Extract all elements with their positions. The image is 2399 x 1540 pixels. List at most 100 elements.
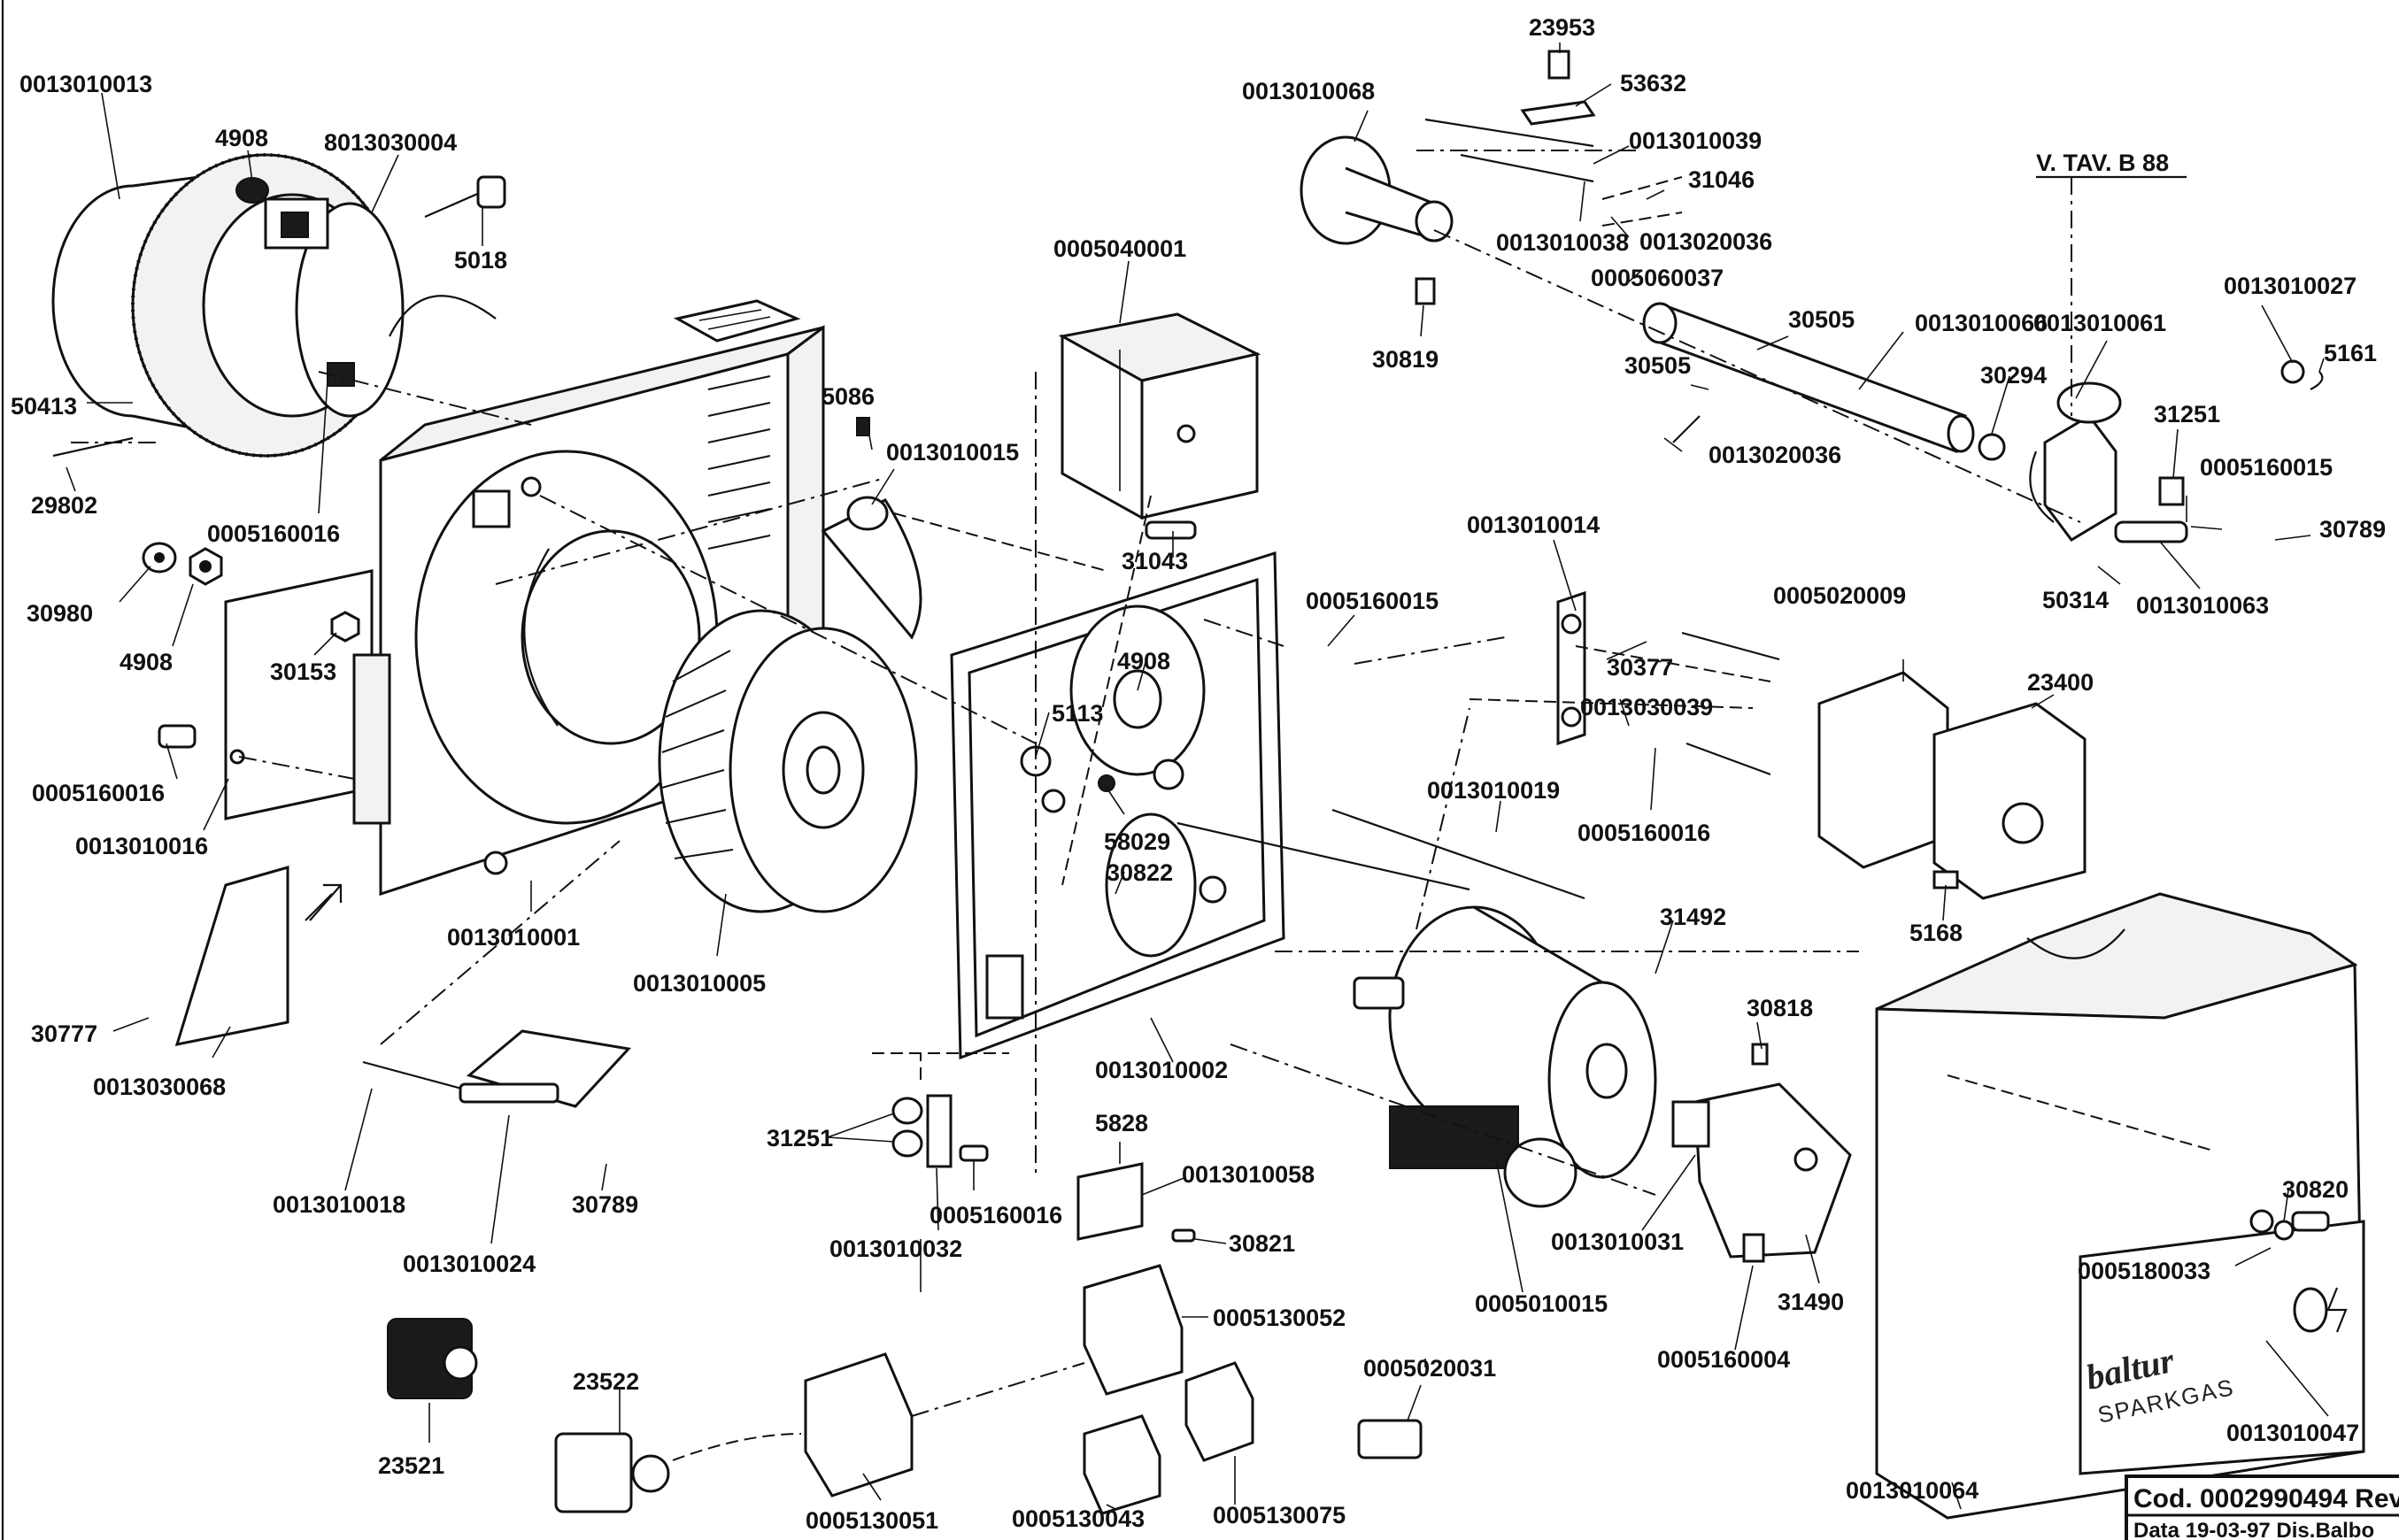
motor <box>1353 905 1657 1208</box>
part-label-p46: 31046 <box>1688 166 1755 193</box>
part-label-p75: 0013010031 <box>1551 1228 1684 1255</box>
part-label-p63: 0013010063 <box>2136 592 2269 619</box>
part-label-p01: 0013010013 <box>19 71 152 97</box>
part-label-p08: 30980 <box>27 600 93 627</box>
back-plate <box>158 569 374 820</box>
part-label-p77: 31490 <box>1778 1289 1844 1315</box>
control-box <box>1058 312 1261 540</box>
title-block-code: Cod. 0002990494 Rev. <box>2133 1484 2399 1513</box>
part-label-p43: 23953 <box>1529 14 1595 41</box>
part-label-p56: 0013010061 <box>2033 310 2166 336</box>
reference-label: V. TAV. B 88 <box>2036 150 2169 176</box>
part-label-p39: 5828 <box>1095 1110 1148 1136</box>
part-label-p29: 0005040001 <box>1053 235 1186 262</box>
part-label-p68: 0005160016 <box>1577 820 1710 846</box>
part-label-p42: 0013010068 <box>1242 78 1375 104</box>
part-label-p67: 0013030039 <box>1580 694 1713 720</box>
gas-elbow <box>2029 359 2324 543</box>
part-label-p61: 30789 <box>2319 516 2386 543</box>
part-label-p20: 23522 <box>573 1368 639 1395</box>
part-label-p80: 0005180033 <box>2078 1258 2210 1284</box>
air-damper-cam <box>821 417 922 640</box>
part-label-p13: 0013010001 <box>447 924 580 951</box>
part-label-p14: 0013010005 <box>633 970 766 997</box>
part-label-p36: 31251 <box>767 1125 833 1151</box>
part-label-p12: 0013010016 <box>75 833 208 859</box>
part-label-p53: 0013020036 <box>1709 442 1841 468</box>
bracket-parts <box>891 1094 1196 1243</box>
assembly-lines <box>71 150 2214 1417</box>
part-label-p54: 0013010066 <box>1915 310 2048 336</box>
direction-arrow <box>309 883 343 921</box>
part-label-p02: 4908 <box>215 125 268 151</box>
part-label-p41: 30821 <box>1229 1230 1295 1257</box>
part-label-p49: 0005060037 <box>1591 265 1724 291</box>
part-label-p16: 0013030068 <box>93 1074 226 1100</box>
part-label-p28: 0013010015 <box>886 439 1019 466</box>
part-label-p04: 5018 <box>454 247 507 273</box>
burner-cover: baltur SPARKGAS <box>1875 892 2365 1520</box>
rating-plate <box>673 299 801 343</box>
tie-rod <box>1176 808 1585 900</box>
part-label-p15: 30777 <box>31 1020 97 1047</box>
part-label-p60: 0005160015 <box>2200 454 2333 481</box>
part-label-p32: 5113 <box>1052 700 1104 727</box>
part-label-p52: 30505 <box>1624 352 1691 379</box>
part-label-p18: 0013010024 <box>403 1251 536 1277</box>
part-label-p64: 0005160015 <box>1306 588 1439 614</box>
leader-lines <box>66 42 2329 1510</box>
part-label-p78: 0005160004 <box>1657 1346 1790 1373</box>
part-label-p25: 0005130052 <box>1213 1305 1346 1331</box>
part-label-p76: 0005010015 <box>1475 1290 1608 1317</box>
part-label-p27: 5086 <box>822 383 875 410</box>
part-label-p21: 23521 <box>378 1452 444 1479</box>
title-block: Cod. 0002990494 Rev. Data 19-03-97 Dis.B… <box>2125 1475 2399 1540</box>
title-block-date: Data 19-03-97 Dis.Balbo <box>2133 1519 2374 1540</box>
part-label-p73: 31492 <box>1660 904 1726 930</box>
fan-wheel <box>658 609 918 913</box>
front-plate <box>950 551 1285 1060</box>
part-label-p10: 30153 <box>270 658 336 685</box>
part-label-p34: 30822 <box>1107 859 1173 886</box>
pump-unit <box>1671 1043 1852 1263</box>
blast-tube <box>1642 302 2006 461</box>
part-label-p30: 31043 <box>1122 548 1188 574</box>
part-label-p81: 0013010047 <box>2226 1420 2359 1446</box>
part-label-p40: 0013010058 <box>1182 1161 1315 1188</box>
part-label-p62: 50314 <box>2042 587 2109 613</box>
part-label-p33: 58029 <box>1104 828 1170 855</box>
part-labels: 0013010013 4908 8013030004 5018 50413 29… <box>11 14 2386 1534</box>
part-label-p58: 5161 <box>2324 340 2377 366</box>
part-label-p38: 0013010032 <box>829 1236 962 1262</box>
connector-group <box>387 1264 1423 1515</box>
part-label-p19: 30789 <box>572 1191 638 1218</box>
part-label-p23: 0005130043 <box>1012 1505 1145 1532</box>
part-label-p06: 29802 <box>31 492 97 519</box>
electrode-bars <box>1681 631 1780 776</box>
part-label-p59: 31251 <box>2154 401 2220 427</box>
part-label-p35: 0013010002 <box>1095 1057 1228 1083</box>
washer-nut-group <box>142 542 223 586</box>
part-label-p26: 0005020031 <box>1363 1355 1496 1382</box>
part-label-p57: 0013010027 <box>2224 273 2357 299</box>
part-label-p37: 0005160016 <box>930 1202 1062 1228</box>
flange-assembly <box>51 153 506 458</box>
part-label-p17: 0013010018 <box>273 1191 405 1218</box>
part-label-p55: 30294 <box>1980 362 2047 389</box>
part-label-p31: 4908 <box>1117 648 1170 674</box>
ignition-transformer <box>1556 590 2087 900</box>
damper-blade <box>174 866 631 1108</box>
part-label-p82: 0013010064 <box>1846 1477 1979 1504</box>
part-label-p66: 30377 <box>1607 654 1673 681</box>
nozzle-assembly <box>1300 50 1683 305</box>
part-label-p11: 0005160016 <box>32 780 165 806</box>
part-label-p70: 23400 <box>2027 669 2094 696</box>
part-label-p72: 0013010019 <box>1427 777 1560 804</box>
part-label-p74: 30818 <box>1747 995 1813 1021</box>
part-label-p09: 4908 <box>120 649 173 675</box>
part-label-p45: 0013010039 <box>1629 127 1762 154</box>
part-label-p51: 30505 <box>1788 306 1855 333</box>
part-label-p50: 30819 <box>1372 346 1439 373</box>
